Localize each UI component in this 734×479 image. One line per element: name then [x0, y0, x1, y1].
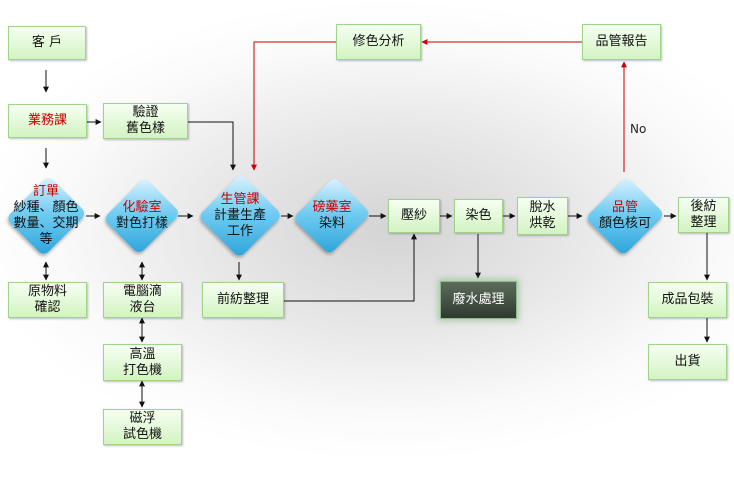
pre-spin-box: 前紡整理	[202, 282, 284, 318]
finished-pack-box: 成品包裝	[648, 282, 727, 318]
computer-dropper-box: 電腦滴 液台	[103, 282, 182, 318]
dehydrate-box: 脫水 烘乾	[517, 197, 568, 235]
no-label: No	[630, 122, 647, 136]
arrow-correction-production	[251, 41, 336, 171]
arrow-prespin-press	[284, 233, 417, 302]
sales-box: 業務課	[8, 104, 87, 138]
dyeroom-diamond: 磅藥室 染料	[291, 170, 373, 262]
arrow-verify-production	[188, 121, 236, 171]
production-diamond: 生管課 計畫生產 工作	[194, 168, 286, 264]
finishing-box: 後紡 整理	[678, 197, 729, 233]
wastewater-box: 廢水處理	[440, 281, 517, 319]
customer-box: 客 戶	[8, 26, 86, 60]
shipping-box: 出貨	[648, 344, 727, 380]
dyeing-box: 染色	[454, 199, 503, 233]
qc-report-box: 品管報告	[582, 24, 661, 60]
raw-material-box: 原物料 確認	[8, 282, 87, 318]
press-yarn-box: 壓紗	[388, 199, 440, 233]
qc-diamond: 品管 顏色核可	[583, 170, 667, 262]
high-temp-box: 高溫 打色機	[103, 344, 182, 381]
color-correction-box: 修色分析	[336, 24, 421, 60]
verify-old-box: 驗證 舊色樣	[103, 103, 188, 139]
magnetic-box: 磁浮 試色機	[103, 409, 182, 445]
order-diamond: 訂單 紗種、顏色 數量、交期 等	[4, 168, 88, 264]
lab-diamond: 化驗室 對色打樣	[102, 170, 182, 262]
